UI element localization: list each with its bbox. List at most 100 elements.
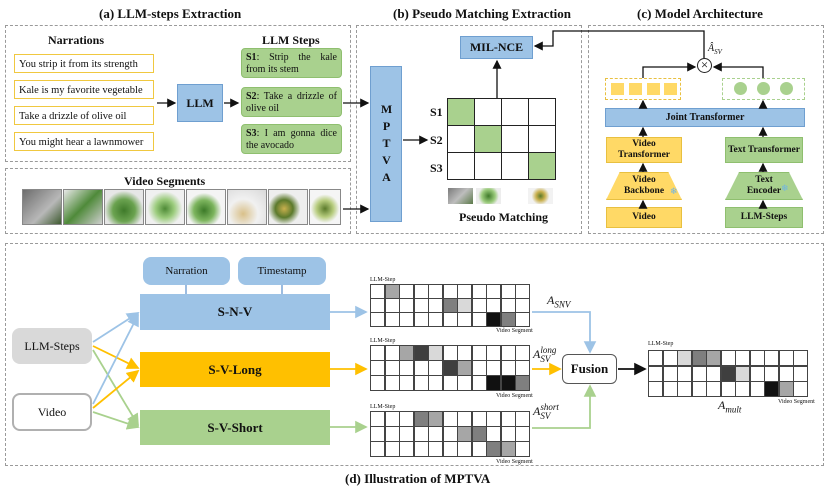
alignment-cell — [648, 350, 664, 367]
alignment-cell — [384, 360, 400, 376]
alignment-cell — [413, 298, 429, 313]
alignment-cell — [442, 284, 458, 299]
alignment-cell — [749, 365, 765, 382]
alignment-cell — [735, 381, 751, 398]
alignment-cell — [428, 441, 444, 457]
matrix-thumb — [476, 188, 501, 204]
alignment-cell — [515, 375, 531, 391]
alignment-cell — [793, 350, 809, 367]
video-segment-thumb — [104, 189, 144, 225]
a-sv-label: ÂSV — [708, 43, 722, 56]
alignment-cell — [413, 312, 429, 327]
milnce-box: MIL-NCE — [460, 36, 533, 59]
alignment-cell — [778, 381, 794, 398]
snowflake-icon: ❄ — [781, 183, 789, 193]
panel-c — [588, 25, 824, 234]
panel-a-top — [5, 25, 351, 162]
alignment-cell — [486, 411, 502, 427]
narration-box: Narration — [143, 257, 230, 285]
alignment-cell — [457, 312, 473, 327]
narration-item: You strip it from its strength — [14, 54, 154, 73]
matrix-row-label: S3 — [430, 161, 443, 175]
video-token — [611, 83, 624, 95]
alignment-cell — [428, 312, 444, 327]
llm-step-axis-label: LLM-Step — [370, 338, 396, 344]
video-segment-thumb — [145, 189, 185, 225]
pseudo-matching-cell — [447, 152, 475, 180]
narrations-title: Narrations — [48, 33, 104, 47]
pseudo-matching-cell — [474, 98, 502, 126]
video-segment-thumb — [22, 189, 62, 225]
video-backbone: Video Backbone — [606, 172, 682, 200]
alignment-cell — [399, 298, 415, 313]
alignment-cell — [384, 426, 400, 442]
alignment-cell — [778, 365, 794, 382]
pseudo-matching-cell — [474, 125, 502, 153]
alignment-cell — [500, 375, 516, 391]
alignment-cell — [370, 426, 386, 442]
alignment-cell — [370, 312, 386, 327]
llm-steps-title: LLM Steps — [262, 33, 320, 47]
alignment-cell — [706, 365, 722, 382]
alignment-cell — [370, 375, 386, 391]
panel-d — [5, 243, 824, 466]
alignment-cell — [442, 298, 458, 313]
video-token-box — [605, 78, 681, 100]
alignment-cell — [486, 375, 502, 391]
video-token — [629, 83, 642, 95]
video-transformer: Video Transformer — [606, 137, 682, 163]
alignment-cell — [442, 441, 458, 457]
alignment-cell — [677, 381, 693, 398]
alignment-cell — [370, 441, 386, 457]
text-token-box — [722, 78, 805, 100]
video-token — [647, 83, 660, 95]
alignment-cell — [413, 426, 429, 442]
matrix-thumb — [448, 188, 473, 204]
alignment-cell — [500, 298, 516, 313]
alignment-cell — [691, 350, 707, 367]
llm-step-axis-label: LLM-Step — [648, 341, 674, 347]
pseudo-matching-label: Pseudo Matching — [459, 210, 549, 224]
alignment-cell — [413, 441, 429, 457]
alignment-cell — [384, 312, 400, 327]
alignment-cell — [764, 365, 780, 382]
alignment-cell — [500, 441, 516, 457]
alignment-cell — [428, 345, 444, 361]
alignment-cell — [720, 381, 736, 398]
alignment-cell — [720, 365, 736, 382]
alignment-cell — [457, 360, 473, 376]
alignment-cell — [370, 284, 386, 299]
alignment-cell — [457, 284, 473, 299]
title-a: (a) LLM-steps Extraction — [99, 6, 242, 21]
alignment-cell — [515, 411, 531, 427]
video-input: Video — [606, 207, 682, 228]
alignment-cell — [515, 345, 531, 361]
video-segment-thumb — [227, 189, 267, 225]
multiply-icon: × — [697, 58, 712, 73]
alignment-cell — [691, 381, 707, 398]
alignment-cell — [778, 350, 794, 367]
llm-steps-input: LLM-Steps — [725, 207, 803, 228]
video-segment-thumb — [268, 189, 308, 225]
pseudo-matching-cell — [447, 98, 475, 126]
alignment-cell — [399, 441, 415, 457]
alignment-cell — [677, 365, 693, 382]
alignment-cell — [457, 441, 473, 457]
alignment-cell — [413, 345, 429, 361]
alignment-cell — [706, 350, 722, 367]
video-segment-axis-label: Video Segment — [496, 393, 533, 399]
svshort-box: S-V-Short — [140, 410, 330, 445]
video-segment-axis-label: Video Segment — [778, 399, 815, 405]
alignment-cell — [662, 350, 678, 367]
pseudo-matching-cell — [501, 152, 529, 180]
pseudo-matching-cell — [501, 98, 529, 126]
alignment-cell — [442, 345, 458, 361]
narration-item: Take a drizzle of olive oil — [14, 106, 154, 125]
alignment-cell — [735, 350, 751, 367]
video-segment-thumb — [63, 189, 103, 225]
alignment-cell — [471, 375, 487, 391]
snv-box: S-N-V — [140, 294, 330, 330]
alignment-cell — [384, 441, 400, 457]
alignment-cell — [486, 298, 502, 313]
